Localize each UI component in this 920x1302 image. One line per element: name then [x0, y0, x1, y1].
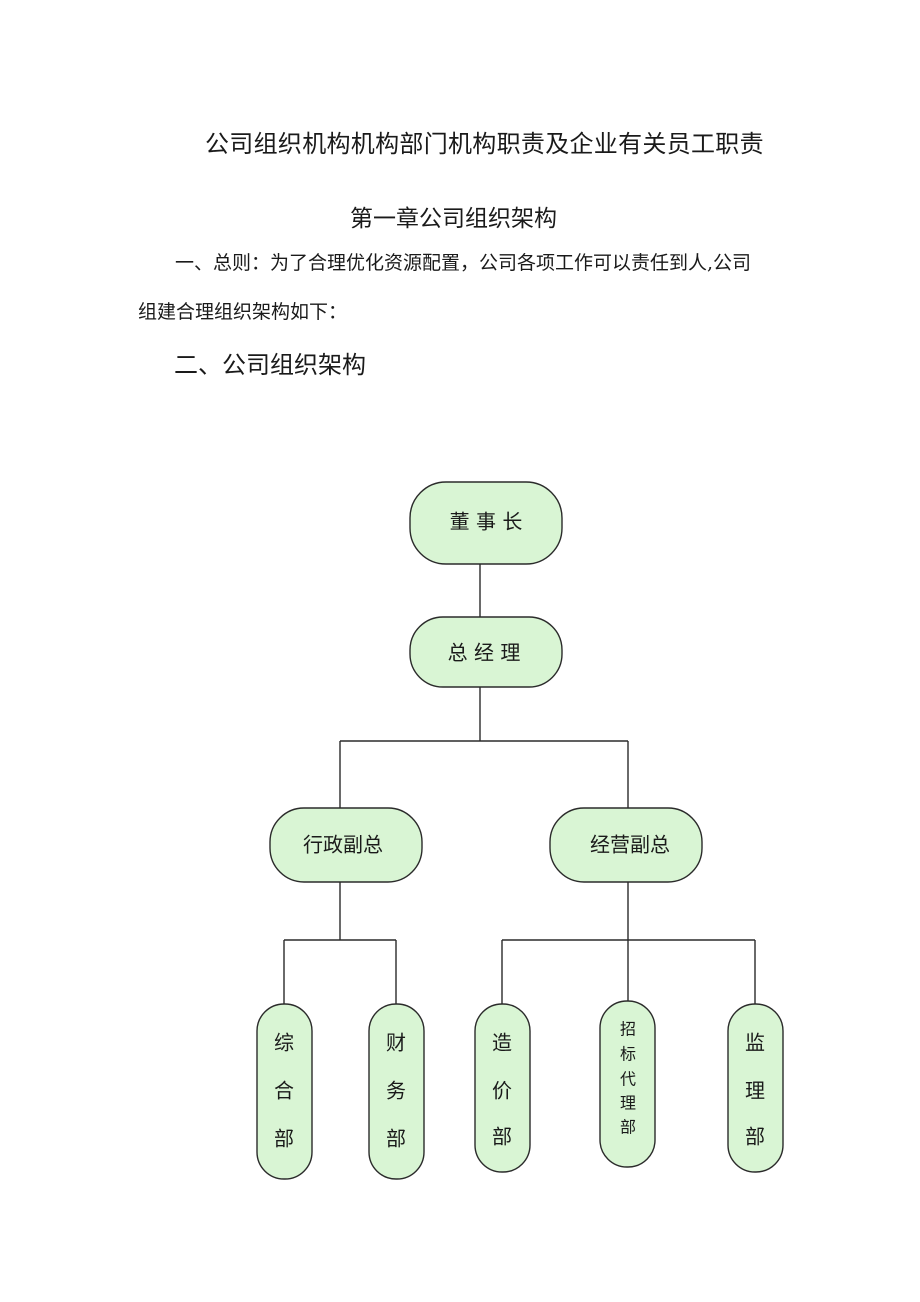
node-business-vp: 经营副总 [549, 807, 703, 883]
node-cost-dept-char-2: 价 [492, 1079, 512, 1103]
node-general-dept: 综 合 部 [256, 1003, 313, 1180]
node-supervision-dept-char-2: 理 [745, 1079, 765, 1103]
node-bidding-dept-char-3: 代 [620, 1070, 636, 1089]
node-cost-dept-char-3: 部 [492, 1125, 512, 1149]
node-general-manager: 总 经 理 [409, 616, 563, 688]
node-bidding-dept-char-5: 部 [620, 1118, 636, 1137]
node-supervision-dept-char-3: 部 [745, 1125, 765, 1149]
node-admin-vp-label: 行政副总 [303, 833, 383, 857]
chapter-title: 第一章公司组织架构 [350, 206, 557, 232]
node-admin-vp: 行政副总 [269, 807, 423, 883]
document-title: 公司组织机构机构部门机构职责及企业有关员工职责 [205, 130, 764, 158]
intro-paragraph-line-2: 组建合理组织架构如下： [138, 301, 348, 323]
intro-paragraph-line-1: 一、总则：为了合理优化资源配置，公司各项工作可以责任到人,公司 [175, 252, 752, 274]
org-chart-connectors [283, 563, 756, 1004]
node-business-vp-label: 经营副总 [590, 833, 670, 857]
node-general-manager-label: 总 经 理 [448, 641, 521, 665]
node-bidding-dept-char-4: 理 [620, 1094, 636, 1113]
node-finance-dept-char-3: 部 [386, 1127, 406, 1151]
node-general-dept-char-3: 部 [274, 1127, 294, 1151]
node-general-dept-char-1: 综 [274, 1031, 294, 1055]
node-chairman: 董 事 长 [409, 481, 563, 565]
node-supervision-dept: 监 理 部 [727, 1003, 784, 1173]
node-finance-dept: 财 务 部 [368, 1003, 425, 1180]
node-cost-dept-char-1: 造 [492, 1031, 512, 1055]
node-bidding-dept-char-1: 招 [620, 1020, 636, 1039]
node-chairman-label: 董 事 长 [450, 510, 523, 534]
node-finance-dept-char-1: 财 [386, 1031, 406, 1055]
node-finance-dept-char-2: 务 [386, 1079, 406, 1103]
node-cost-dept: 造 价 部 [474, 1003, 531, 1173]
node-supervision-dept-char-1: 监 [745, 1031, 765, 1055]
node-bidding-dept: 招 标 代 理 部 [599, 1000, 656, 1168]
section-title: 二、公司组织架构 [174, 351, 366, 379]
node-general-dept-char-2: 合 [274, 1079, 294, 1103]
node-bidding-dept-char-2: 标 [620, 1045, 636, 1064]
